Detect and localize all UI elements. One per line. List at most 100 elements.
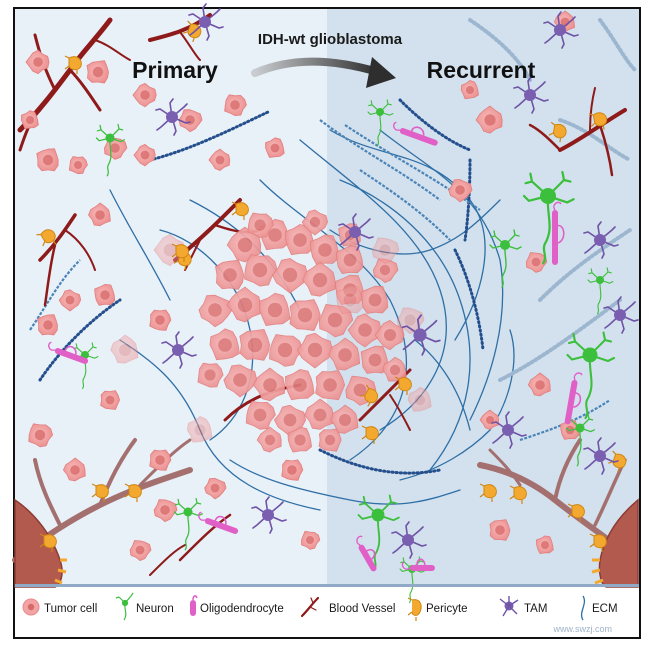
neuron — [95, 123, 126, 177]
tumor-cell — [328, 337, 361, 371]
legend-label-oligodendrocyte: Oligodendrocyte — [200, 603, 284, 615]
tumor-cell — [372, 258, 399, 283]
legend-label-tam: TAM — [524, 603, 547, 615]
legend-label-tumor-cell: Tumor cell — [44, 603, 97, 615]
neuron — [357, 494, 400, 571]
tumor-cell — [239, 329, 271, 361]
tumor-core — [110, 209, 432, 453]
legend: Tumor cell Neuron Oligodendrocyte Blood … — [22, 592, 618, 621]
pericyte — [36, 229, 57, 247]
pericyte-icon — [407, 597, 422, 621]
tumor-cell — [100, 390, 120, 410]
pericyte — [588, 112, 608, 130]
pericyte — [509, 485, 527, 504]
pericyte — [359, 384, 379, 407]
pericyte — [394, 376, 412, 395]
tumor-cell — [407, 387, 432, 412]
tumor-cell — [460, 80, 479, 100]
tumor-cell — [37, 314, 58, 336]
tumor-cell — [301, 530, 321, 550]
tam — [583, 221, 619, 259]
tumor-cell — [244, 254, 278, 287]
tumor-cell — [287, 426, 312, 453]
oligodendrocyte — [564, 372, 583, 425]
tam — [401, 314, 441, 356]
tumor-cell — [58, 289, 82, 312]
tam — [251, 496, 287, 534]
tumor-cell — [153, 234, 186, 267]
tumor-cell — [132, 83, 157, 108]
tumor-cell — [226, 226, 262, 263]
tumor-cell — [372, 237, 400, 264]
tumor-cell — [318, 428, 342, 452]
tam — [543, 11, 579, 49]
pericyte-on-trunk-left — [54, 558, 67, 585]
neuron — [489, 229, 522, 288]
tumor-cell — [309, 234, 340, 265]
tumor-cell — [224, 94, 247, 116]
tumor-cell — [187, 416, 213, 443]
panel-separator — [15, 584, 639, 587]
tumor-cell — [28, 423, 53, 448]
subtitle: IDH-wt glioblastoma — [258, 31, 403, 48]
tam — [338, 213, 374, 251]
neuron — [587, 267, 614, 315]
tam — [155, 98, 191, 136]
neuron — [522, 170, 575, 265]
tumor-cell — [269, 334, 303, 367]
tumor-cell — [265, 137, 285, 158]
pericyte — [361, 425, 379, 444]
ecm-fibers — [109, 129, 515, 511]
tumor-cell — [21, 110, 39, 130]
legend-label-pericyte: Pericyte — [426, 603, 468, 615]
tumor-cell — [475, 105, 503, 134]
tumor-cell — [149, 309, 172, 331]
pericyte — [589, 533, 607, 552]
tumor-cells — [21, 10, 580, 561]
oligodendrocyte — [356, 535, 377, 572]
tumor-cell — [296, 332, 333, 369]
tumor-cell — [204, 478, 227, 500]
pericyte — [479, 483, 497, 502]
progression-arrow — [251, 57, 396, 88]
tumor-cell — [479, 409, 500, 430]
pericyte — [91, 483, 109, 502]
tumor-cell — [302, 261, 336, 297]
neuron — [367, 99, 394, 147]
tumor-cell — [197, 362, 224, 388]
oligodendrocyte — [198, 511, 239, 534]
ecm-icon — [580, 595, 586, 621]
tam — [513, 76, 549, 114]
tumor-cell — [360, 285, 389, 314]
tumor-cell — [198, 294, 233, 328]
tumor-cell — [285, 369, 315, 401]
tumor-cell — [226, 286, 262, 323]
tumor-cell — [347, 313, 382, 348]
pericyte-on-trunk-right — [591, 558, 604, 585]
oligodendrocyte — [48, 341, 89, 364]
tumor-cell — [289, 299, 321, 331]
blood-vessel-icon — [300, 596, 320, 618]
tam — [188, 3, 224, 41]
legend-label-blood-vessel: Blood Vessel — [329, 603, 396, 615]
legend-label-ecm: ECM — [592, 603, 618, 615]
tumor-cell — [259, 292, 291, 326]
tumor-cell — [133, 144, 156, 167]
tumor-cell — [252, 367, 285, 402]
tumor-cell — [94, 284, 116, 306]
tumor-cell — [215, 259, 245, 290]
tumor-cell — [525, 252, 548, 273]
tumor-cell — [536, 535, 554, 554]
legend-label-neuron: Neuron — [136, 603, 174, 615]
watermark: www.swzj.com — [552, 624, 612, 634]
blood-vessels — [17, 13, 627, 576]
tumor-cell — [527, 372, 551, 397]
tumor-cell — [315, 370, 346, 401]
oligodendrocytes — [48, 121, 583, 572]
tumor-cell — [360, 345, 389, 374]
neuron-icon — [115, 592, 134, 621]
tumor-cell — [25, 49, 50, 75]
tam-icon — [499, 596, 519, 617]
